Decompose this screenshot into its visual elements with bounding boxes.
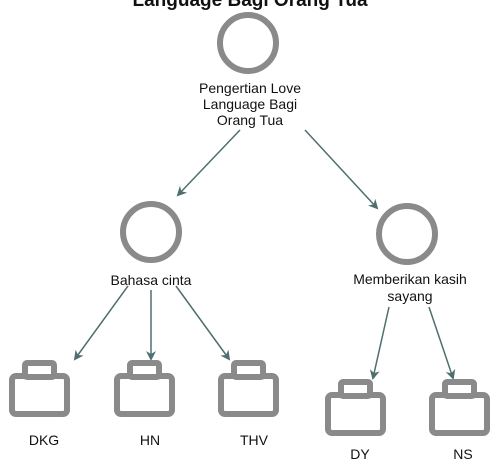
bahasa-cinta-label: Bahasa cinta bbox=[111, 272, 192, 288]
edge-root-to-bahasa-cinta bbox=[176, 129, 241, 197]
topic-node-bahasa-cinta[interactable]: Bahasa cinta bbox=[111, 201, 192, 288]
leaf-node-dkg[interactable]: DKG bbox=[9, 360, 70, 448]
edge-bahasa-cinta-to-dkg bbox=[73, 285, 129, 361]
circle-icon bbox=[376, 203, 438, 265]
edge-bahasa-cinta-to-thv bbox=[175, 285, 231, 361]
briefcase-icon bbox=[9, 360, 70, 417]
edge-root-to-memberikan-kasih-sayang bbox=[304, 129, 379, 210]
circle-icon bbox=[217, 12, 279, 74]
edge-memberikan-kasih-sayang-to-ns bbox=[428, 306, 456, 380]
leaf-label-hn: HN bbox=[140, 432, 160, 448]
leaf-node-dy[interactable]: DY bbox=[325, 379, 386, 461]
leaf-node-ns[interactable]: NS bbox=[429, 379, 490, 461]
root-topic-node[interactable]: Pengertian Love Language Bagi Orang Tua bbox=[199, 12, 301, 128]
diagram-title: Language Bagi Orang Tua bbox=[132, 0, 367, 11]
leaf-node-hn[interactable]: HN bbox=[114, 360, 175, 448]
root-label-line-1: Pengertian Love bbox=[199, 80, 301, 96]
leaf-node-thv[interactable]: THV bbox=[218, 360, 279, 448]
root-label-line-3: Orang Tua bbox=[217, 112, 283, 128]
memberikan-kasih-sayang-label-line-2: sayang bbox=[387, 288, 432, 304]
leaf-label-thv: THV bbox=[240, 432, 269, 448]
memberikan-kasih-sayang-label-line-1: Memberikan kasih bbox=[353, 271, 467, 287]
leaf-label-dy: DY bbox=[350, 446, 370, 461]
edge-memberikan-kasih-sayang-to-dy bbox=[369, 306, 390, 380]
circle-icon bbox=[120, 201, 182, 263]
briefcase-icon bbox=[429, 379, 490, 436]
root-label-line-2: Language Bagi bbox=[203, 96, 297, 112]
leaf-label-dkg: DKG bbox=[29, 432, 59, 448]
briefcase-icon bbox=[218, 360, 279, 417]
topic-node-memberikan-kasih-sayang[interactable]: Memberikan kasih sayang bbox=[353, 203, 467, 304]
leaf-label-ns: NS bbox=[453, 446, 472, 461]
briefcase-icon bbox=[114, 360, 175, 417]
briefcase-icon bbox=[325, 379, 386, 436]
